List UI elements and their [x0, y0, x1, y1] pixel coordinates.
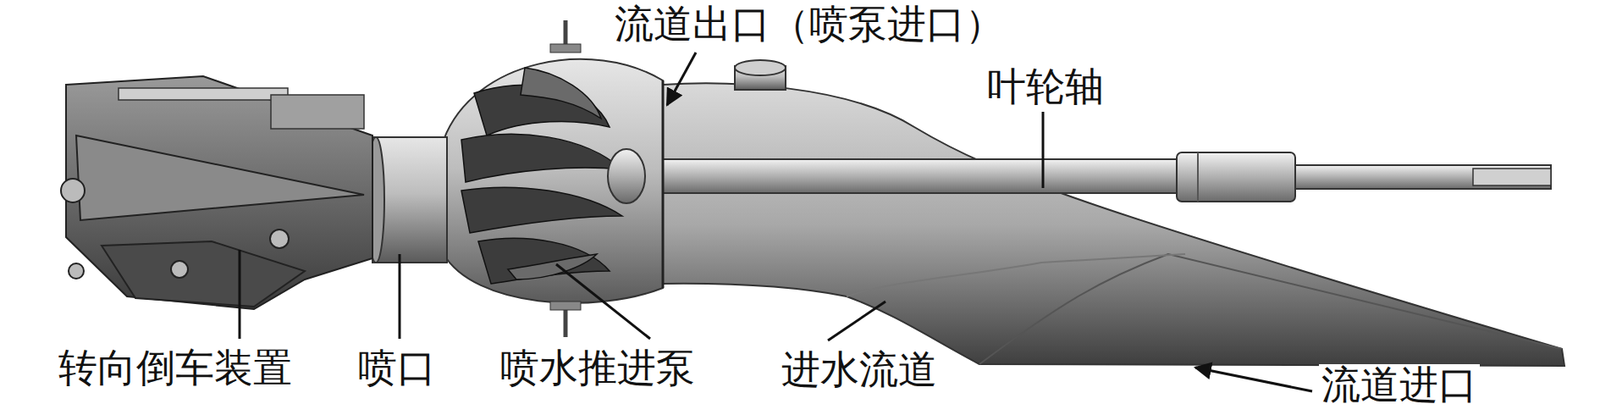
leader-line: [556, 264, 651, 339]
reversing-bucket: [66, 76, 373, 309]
leader-line: [827, 301, 886, 341]
leader-line: [238, 249, 242, 339]
part-label: 流道出口（喷泵进口）: [612, 3, 1007, 45]
shaft-coupling: [1176, 152, 1296, 202]
pivot-pin: [171, 260, 188, 278]
intake-duct: [662, 82, 1565, 366]
pivot-pin: [270, 229, 289, 249]
impeller-hub: [607, 148, 646, 204]
flange-line: [662, 80, 665, 288]
shaft-tip: [1473, 168, 1551, 186]
duct-inlet-lip: [979, 253, 1562, 365]
part-label: 进水流道: [778, 348, 940, 390]
pump-housing: [443, 59, 663, 304]
part-label: 喷水推进泵: [497, 347, 698, 388]
flange-ear-top: [550, 44, 581, 53]
impeller-blades: [461, 67, 623, 284]
steering-deflector: [76, 135, 365, 221]
reversing-lower: [101, 241, 305, 307]
inspection-cap-top: [734, 60, 786, 76]
coupling-line: [1197, 152, 1199, 202]
leader-arrow: [1195, 367, 1313, 392]
leader-line: [398, 253, 402, 339]
leader-arrow: [667, 52, 696, 105]
actuator-rod: [118, 88, 288, 100]
pivot-pin: [60, 178, 85, 203]
pivot-pin: [68, 263, 84, 279]
leader-line: [1042, 111, 1045, 188]
shaft-end: [1295, 165, 1551, 189]
actuator-body: [270, 94, 365, 129]
part-label: 转向倒车装置: [55, 347, 295, 388]
leader-lines: [239, 52, 1313, 392]
part-label: 喷口: [355, 347, 439, 388]
part-label: 叶轮轴: [984, 66, 1107, 107]
impeller-shaft: [632, 159, 1183, 194]
duct-inner-floor: [846, 253, 1186, 297]
part-label: 流道进口: [1318, 364, 1480, 405]
flange-ear-bottom: [550, 301, 581, 310]
